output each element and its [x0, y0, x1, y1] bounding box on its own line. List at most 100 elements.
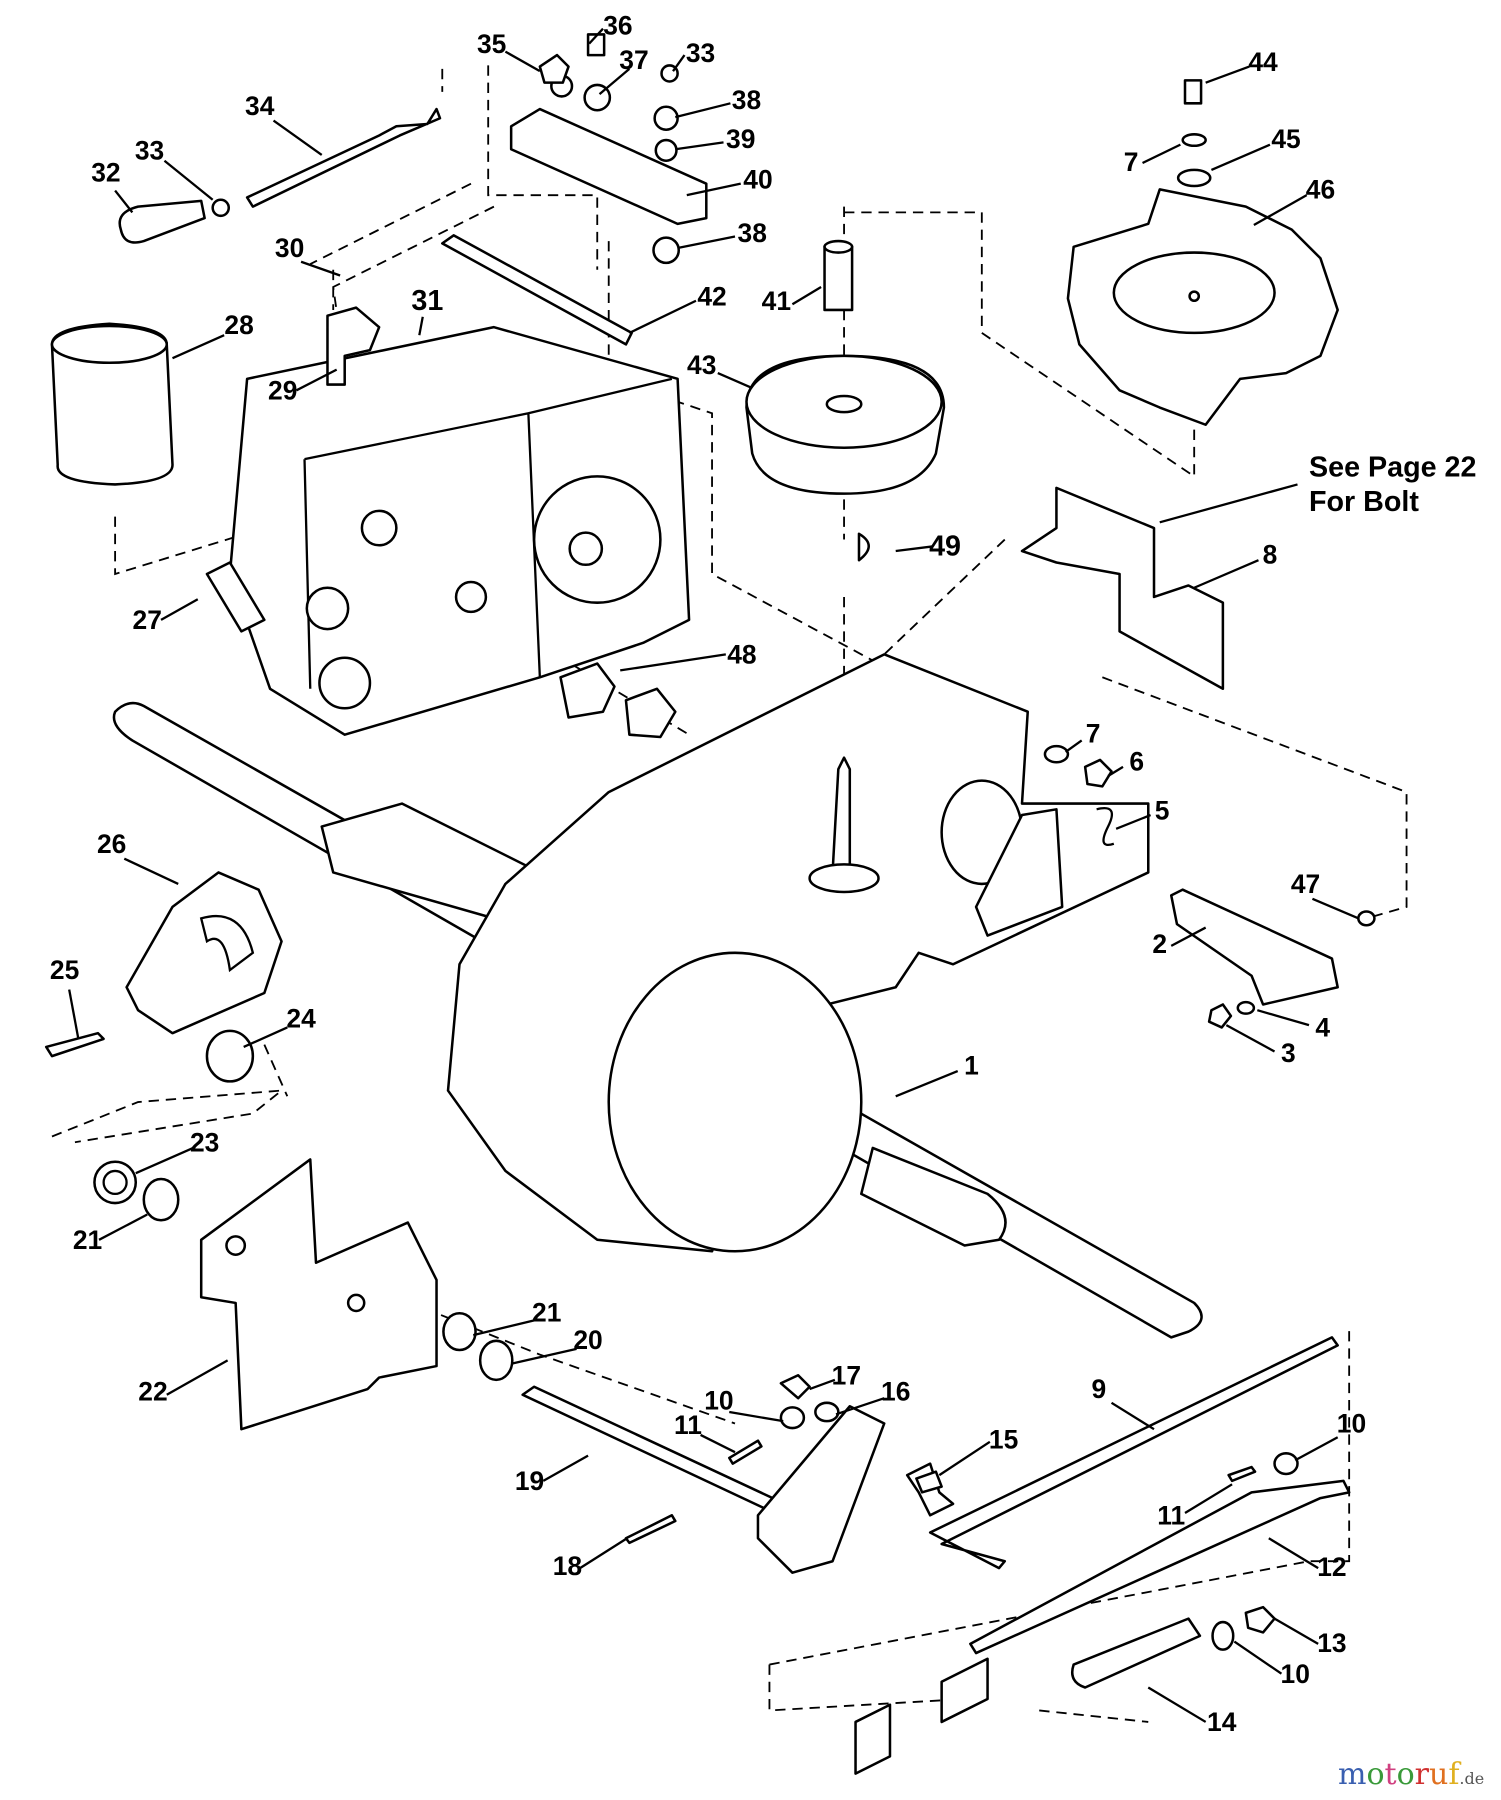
oil-filter	[50, 322, 174, 486]
callout-47: 47	[1291, 869, 1320, 899]
callout-4: 4	[1315, 1013, 1330, 1043]
leader-line-42	[628, 299, 697, 334]
leader-line-18	[579, 1537, 628, 1570]
callout-13: 13	[1317, 1628, 1346, 1658]
callout-8: 8	[1263, 540, 1278, 570]
leader-line-22	[166, 1359, 229, 1396]
callout-2: 2	[1152, 929, 1167, 959]
callout-7: 7	[1124, 147, 1139, 177]
leader-line-36	[588, 27, 604, 45]
callout-12: 12	[1317, 1552, 1346, 1582]
callout-33: 33	[686, 38, 715, 68]
callout-42: 42	[697, 281, 726, 311]
leader-line-25	[68, 989, 80, 1040]
pulley	[745, 354, 946, 495]
callout-9: 9	[1092, 1374, 1107, 1404]
leader-line-39	[675, 141, 724, 151]
leader-line-44	[1205, 65, 1250, 84]
leader-line-21	[472, 1319, 536, 1337]
note-leader	[1159, 483, 1298, 524]
callout-16: 16	[881, 1377, 910, 1407]
leader-line-1	[895, 1069, 959, 1098]
callout-21: 21	[532, 1297, 561, 1327]
callout-28: 28	[224, 310, 253, 340]
callout-7: 7	[1086, 719, 1101, 749]
leader-line-48	[620, 653, 726, 672]
leader-line-5	[1115, 813, 1151, 830]
callout-34: 34	[245, 91, 275, 121]
hydrostatic-pump	[205, 325, 691, 736]
leader-line-10	[1294, 1436, 1339, 1462]
callout-29: 29	[268, 375, 297, 405]
leader-line-11	[1184, 1483, 1233, 1514]
callout-leaders	[68, 27, 1359, 1723]
callout-6: 6	[1129, 746, 1144, 776]
callout-30: 30	[275, 233, 304, 263]
leader-line-12	[1268, 1537, 1319, 1570]
callout-48: 48	[727, 640, 756, 670]
callout-10: 10	[1281, 1659, 1310, 1689]
callout-44: 44	[1248, 47, 1278, 77]
leader-line-33	[672, 54, 686, 72]
leader-line-46	[1253, 194, 1308, 226]
callout-35: 35	[477, 29, 506, 59]
leader-line-20	[510, 1347, 577, 1365]
leader-line-11	[700, 1433, 736, 1454]
callout-21: 21	[73, 1225, 102, 1255]
callout-38: 38	[738, 218, 767, 248]
callout-3: 3	[1281, 1038, 1296, 1068]
callout-10: 10	[704, 1386, 733, 1416]
leader-line-15	[938, 1440, 991, 1477]
leader-line-14	[1147, 1686, 1207, 1723]
callout-36: 36	[603, 10, 632, 40]
callout-31: 31	[411, 285, 443, 317]
callout-5: 5	[1155, 796, 1170, 826]
leader-line-3	[1225, 1024, 1276, 1053]
leader-line-37	[598, 68, 631, 96]
parts-drawing	[44, 33, 1408, 1775]
callout-23: 23	[190, 1127, 219, 1157]
leader-line-4	[1257, 1009, 1310, 1027]
leader-line-40	[686, 182, 741, 197]
leader-line-31	[418, 316, 424, 336]
leader-line-23	[135, 1146, 194, 1175]
leader-line-7	[1064, 739, 1083, 753]
note-line-1: See Page 22	[1309, 451, 1476, 483]
cooling-fan	[1066, 79, 1339, 427]
callout-18: 18	[553, 1551, 582, 1581]
leader-line-41	[791, 286, 822, 306]
leader-line-26	[123, 857, 179, 885]
leader-line-10	[1233, 1640, 1283, 1675]
callout-43: 43	[687, 350, 716, 380]
transaxle	[112, 653, 1203, 1339]
callout-10: 10	[1337, 1409, 1366, 1439]
leader-line-7	[1142, 143, 1181, 165]
leader-line-32	[114, 189, 134, 214]
leader-line-28	[172, 334, 225, 360]
leader-line-49	[895, 545, 933, 553]
motoruf-watermark-logo: motoruf.de	[1338, 1757, 1485, 1792]
callout-49: 49	[929, 531, 961, 563]
leader-line-27	[160, 598, 199, 621]
callout-39: 39	[726, 124, 755, 154]
leader-line-34	[272, 119, 323, 156]
leader-line-33	[163, 159, 214, 201]
leader-line-19	[542, 1454, 589, 1482]
leader-line-10	[729, 1410, 784, 1423]
leader-line-47	[1311, 897, 1359, 920]
callout-25: 25	[50, 955, 79, 985]
leader-line-24	[243, 1026, 288, 1048]
callout-22: 22	[138, 1377, 167, 1407]
callout-19: 19	[515, 1466, 544, 1496]
callout-24: 24	[286, 1003, 316, 1033]
leader-line-16	[835, 1397, 885, 1416]
see-page-note: See Page 22 For Bolt	[1159, 451, 1476, 524]
callout-33: 33	[135, 136, 164, 166]
callout-40: 40	[743, 164, 772, 194]
leader-line-17	[809, 1378, 836, 1391]
callout-14: 14	[1207, 1707, 1237, 1737]
callout-20: 20	[573, 1325, 602, 1355]
callout-1: 1	[964, 1050, 979, 1080]
